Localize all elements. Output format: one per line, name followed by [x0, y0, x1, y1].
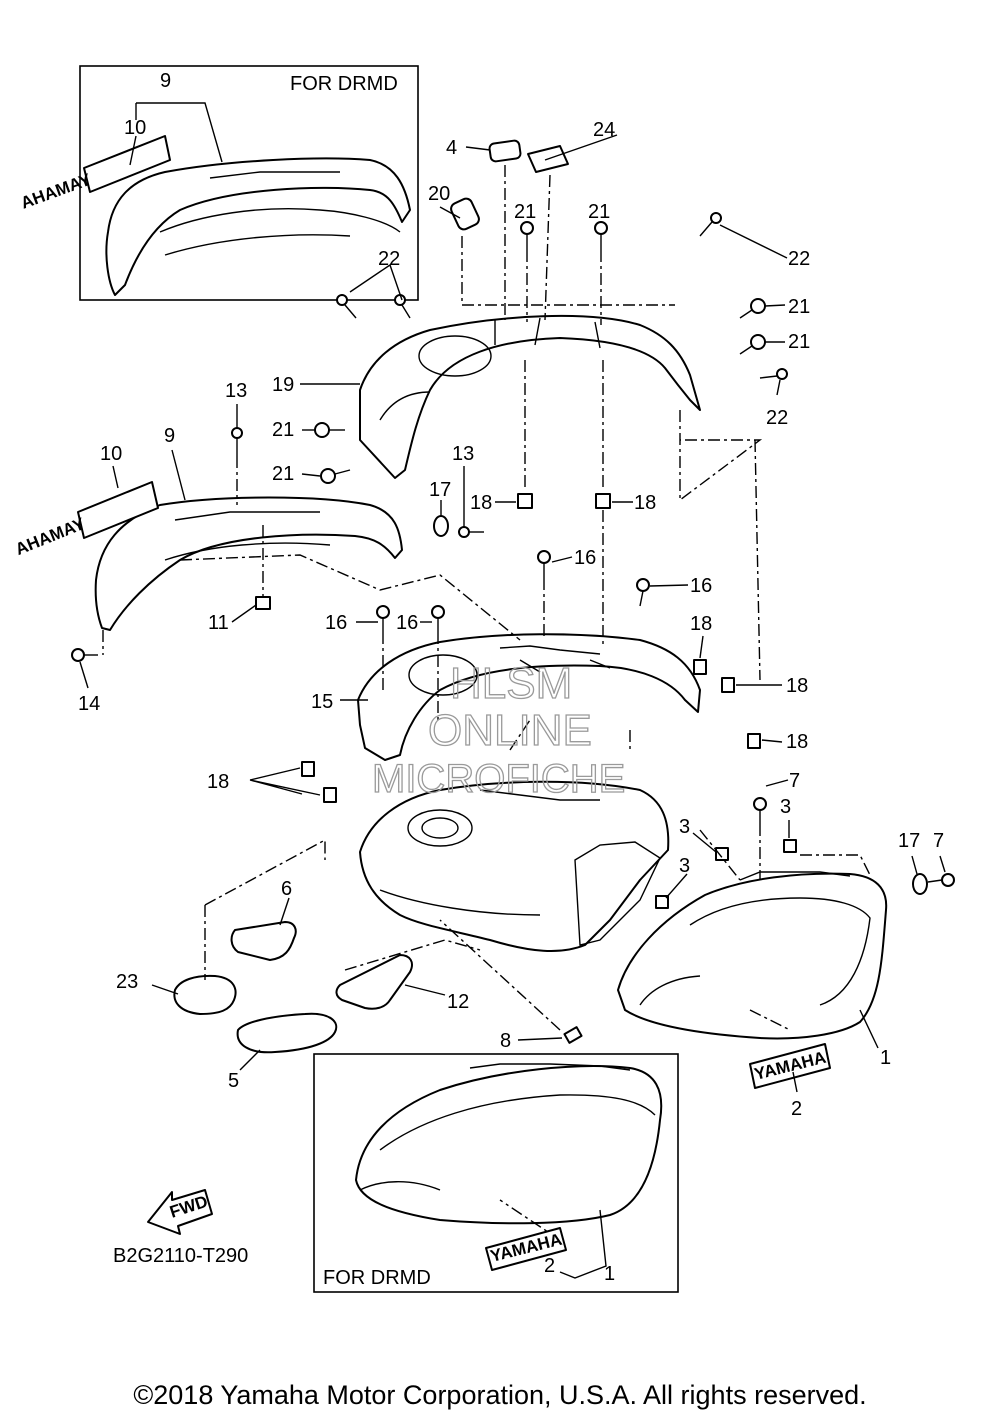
callout-10-inset: 10 — [124, 117, 146, 139]
callout-6: 6 — [281, 878, 292, 900]
callout-labels: 4 24 20 21 21 22 22 21 21 22 19 13 21 21… — [78, 119, 944, 1120]
callout-1: 1 — [880, 1047, 891, 1069]
fuel-tank-body — [359, 780, 670, 953]
callout-18-a: 18 — [470, 492, 492, 514]
callout-16-c: 16 — [325, 612, 347, 634]
watermark: HLSM ONLINE MICROFICHE — [371, 658, 626, 801]
callout-17-b: 17 — [898, 830, 920, 852]
callout-3-a: 3 — [780, 796, 791, 818]
callout-9-inset: 9 — [160, 70, 171, 92]
callout-9: 9 — [164, 425, 175, 447]
callout-22-a: 22 — [788, 248, 810, 270]
callout-8: 8 — [500, 1030, 511, 1052]
side-decal — [77, 481, 159, 539]
part-20-clip — [450, 197, 480, 231]
callout-20: 20 — [428, 183, 450, 205]
pad-6 — [230, 921, 297, 961]
side-cover-body — [94, 496, 403, 631]
callout-10: 10 — [100, 443, 122, 465]
callout-2-inset: 2 — [544, 1255, 555, 1277]
callout-16-b: 16 — [690, 575, 712, 597]
callout-7-b: 7 — [933, 830, 944, 852]
callout-2: 2 — [791, 1098, 802, 1120]
top-inset-box: FOR DRMD YAMAHA 9 10 — [18, 65, 419, 301]
diagram-code: B2G2110-T290 — [113, 1245, 248, 1267]
watermark-line-2: ONLINE — [428, 706, 592, 755]
inset-label-top: FOR DRMD — [290, 73, 398, 95]
callout-18-c: 18 — [690, 613, 712, 635]
side-emblem — [749, 1043, 831, 1089]
pad-23 — [173, 974, 237, 1015]
assembly-lines — [102, 165, 871, 1031]
callout-21-e: 21 — [272, 419, 294, 441]
side-cover-9: YAMAHA — [13, 481, 403, 631]
callout-15: 15 — [311, 691, 333, 713]
bottom-inset-box: YAMAHA 2 1 FOR DRMD — [313, 1053, 679, 1293]
watermark-line-1: HLSM — [450, 659, 572, 708]
fwd-arrow: FWD — [147, 1189, 213, 1235]
callout-13-b: 13 — [452, 443, 474, 465]
inset-emblem — [485, 1227, 567, 1271]
callout-21-a: 21 — [514, 201, 536, 223]
callout-13-a: 13 — [225, 380, 247, 402]
callout-16-a: 16 — [574, 547, 596, 569]
watermark-line-3: MICROFICHE — [372, 757, 625, 801]
leader-lines — [79, 134, 946, 1093]
callout-4: 4 — [446, 137, 457, 159]
callout-18-f: 18 — [207, 771, 229, 793]
callout-3-c: 3 — [679, 855, 690, 877]
callout-22-b: 22 — [378, 248, 400, 270]
callout-23: 23 — [116, 971, 138, 993]
main-shell-body — [617, 872, 888, 1040]
callout-18-b: 18 — [634, 492, 656, 514]
inner-panel-body — [357, 633, 701, 761]
inset-decal — [83, 135, 171, 193]
rear-cover-19 — [359, 314, 701, 479]
callout-1-inset: 1 — [604, 1263, 615, 1285]
fuel-tank — [359, 780, 670, 953]
callout-11: 11 — [208, 612, 229, 634]
copyright-notice: ©2018 Yamaha Motor Corporation, U.S.A. A… — [133, 1380, 867, 1410]
callout-22-c: 22 — [766, 407, 788, 429]
rear-cover-body — [359, 314, 701, 479]
inset-tank-cover — [105, 157, 411, 296]
inset-main-shell — [355, 1065, 663, 1225]
side-decal-text: YAMAHA — [13, 514, 88, 559]
callout-7-a: 7 — [789, 770, 800, 792]
callout-16-d: 16 — [396, 612, 418, 634]
callout-21-d: 21 — [788, 331, 810, 353]
callout-12: 12 — [447, 991, 469, 1013]
callout-17-a: 17 — [429, 479, 451, 501]
inset-label-bottom: FOR DRMD — [323, 1267, 431, 1289]
callout-18-e: 18 — [786, 731, 808, 753]
callout-21-c: 21 — [788, 296, 810, 318]
callout-24: 24 — [593, 119, 615, 141]
callout-3-b: 3 — [679, 816, 690, 838]
callout-19: 19 — [272, 374, 294, 396]
callout-5: 5 — [228, 1070, 239, 1092]
callout-21-b: 21 — [588, 201, 610, 223]
main-shell-1 — [617, 871, 888, 1040]
pad-12 — [335, 954, 413, 1010]
fasteners — [71, 139, 955, 1044]
callout-14: 14 — [78, 693, 100, 715]
inner-panel-15 — [357, 633, 701, 761]
inset-decal-text: YAMAHA — [18, 170, 93, 213]
callout-18-d: 18 — [786, 675, 808, 697]
callout-21-f: 21 — [272, 463, 294, 485]
pad-5 — [236, 1012, 338, 1054]
